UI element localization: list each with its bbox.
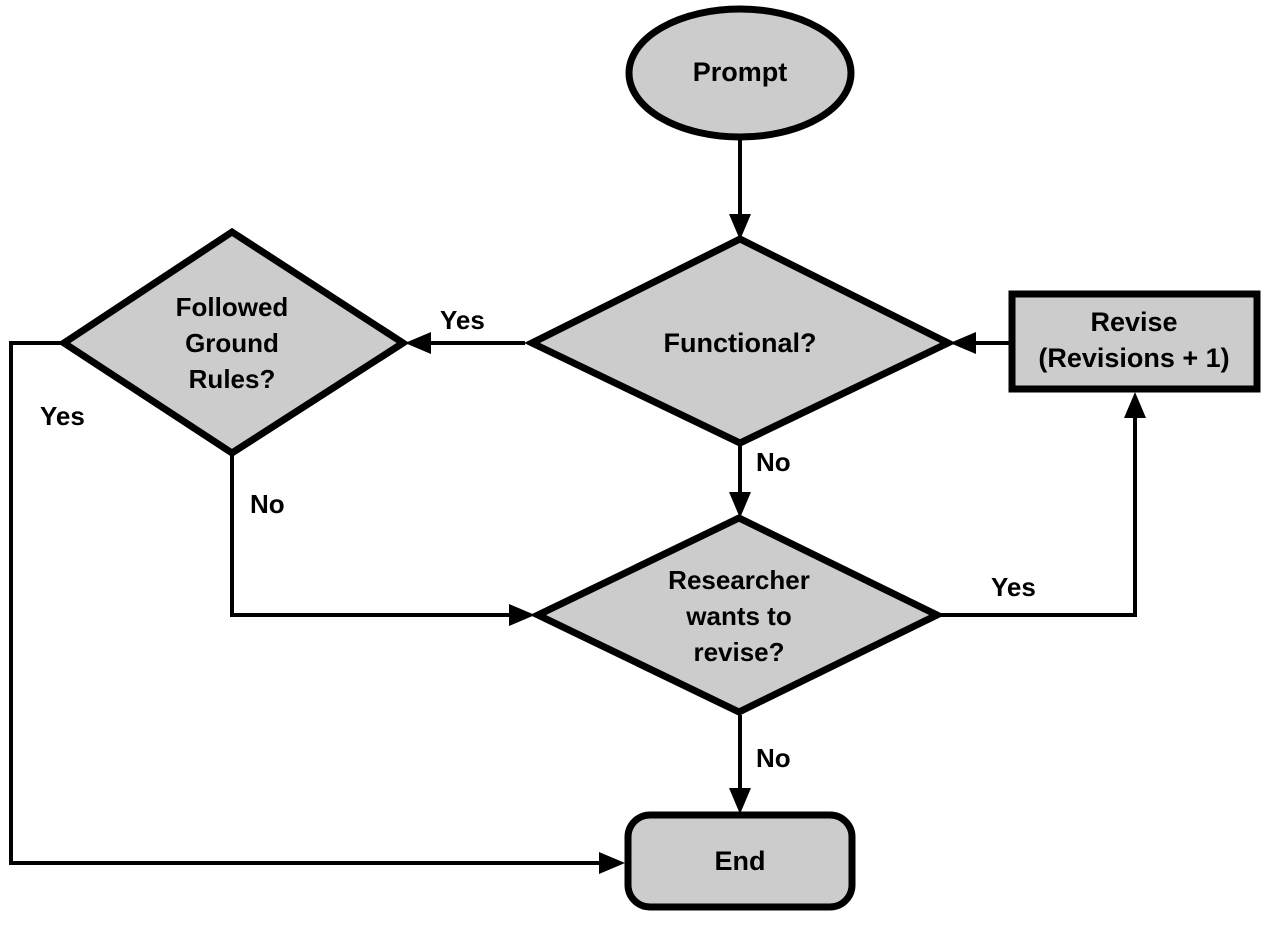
- edge-line: [230, 455, 523, 617]
- edge-ground-rules-no-to-researcher: [230, 455, 535, 626]
- edge-revise-to-functional: [950, 332, 1009, 354]
- ground-rules-label-line3: Rules?: [189, 364, 276, 394]
- functional-label: Functional?: [664, 328, 817, 358]
- edge-functional-no-to-researcher: [729, 444, 751, 518]
- end-rect-shape: [624, 811, 856, 911]
- arrow-head-icon: [729, 492, 751, 518]
- ground-rules-diamond-shape: [57, 227, 410, 458]
- revise-label-line1: Revise: [1090, 307, 1177, 337]
- node-prompt[interactable]: Prompt: [625, 5, 855, 141]
- ground-rules-label-line2: Ground: [185, 328, 279, 358]
- researcher-label-line3: revise?: [693, 637, 784, 667]
- edge-functional-yes-to-ground-rules: [405, 332, 525, 354]
- arrow-head-icon: [950, 332, 976, 354]
- edge-label-ground-rules-no: No: [250, 489, 285, 519]
- edge-researcher-yes-to-revise: [940, 392, 1146, 617]
- edge-prompt-to-functional: [729, 140, 751, 240]
- revise-rect-shape: [1008, 290, 1261, 393]
- edge-label-ground-rules-yes: Yes: [40, 401, 85, 431]
- node-ground-rules[interactable]: Followed Ground Rules?: [57, 227, 410, 458]
- prompt-ellipse-shape: [625, 5, 855, 141]
- arrow-head-icon: [405, 332, 431, 354]
- arrow-head-icon: [729, 788, 751, 814]
- edge-line: [9, 341, 613, 865]
- edge-ground-rules-yes-to-end: [9, 341, 625, 874]
- node-revise[interactable]: Revise (Revisions + 1): [1008, 290, 1261, 393]
- edge-line: [940, 404, 1137, 617]
- arrow-head-icon: [1124, 392, 1146, 418]
- prompt-label: Prompt: [693, 57, 788, 87]
- edge-label-functional-no: No: [756, 447, 791, 477]
- researcher-diamond-shape: [529, 514, 945, 716]
- node-researcher[interactable]: Researcher wants to revise?: [529, 514, 945, 716]
- edge-label-functional-yes: Yes: [440, 305, 485, 335]
- functional-diamond-shape: [524, 235, 956, 447]
- arrow-head-icon: [729, 214, 751, 240]
- revise-label-line2: (Revisions + 1): [1038, 343, 1229, 373]
- ground-rules-label-line1: Followed: [176, 292, 289, 322]
- edge-researcher-no-to-end: [729, 715, 751, 814]
- node-functional[interactable]: Functional?: [524, 235, 956, 447]
- arrow-head-icon: [509, 604, 535, 626]
- researcher-label-line2: wants to: [685, 601, 791, 631]
- end-label: End: [715, 846, 766, 876]
- node-end[interactable]: End: [624, 811, 856, 911]
- researcher-label-line1: Researcher: [668, 565, 810, 595]
- arrow-head-icon: [599, 852, 625, 874]
- edge-label-researcher-yes: Yes: [991, 572, 1036, 602]
- edge-label-researcher-no: No: [756, 743, 791, 773]
